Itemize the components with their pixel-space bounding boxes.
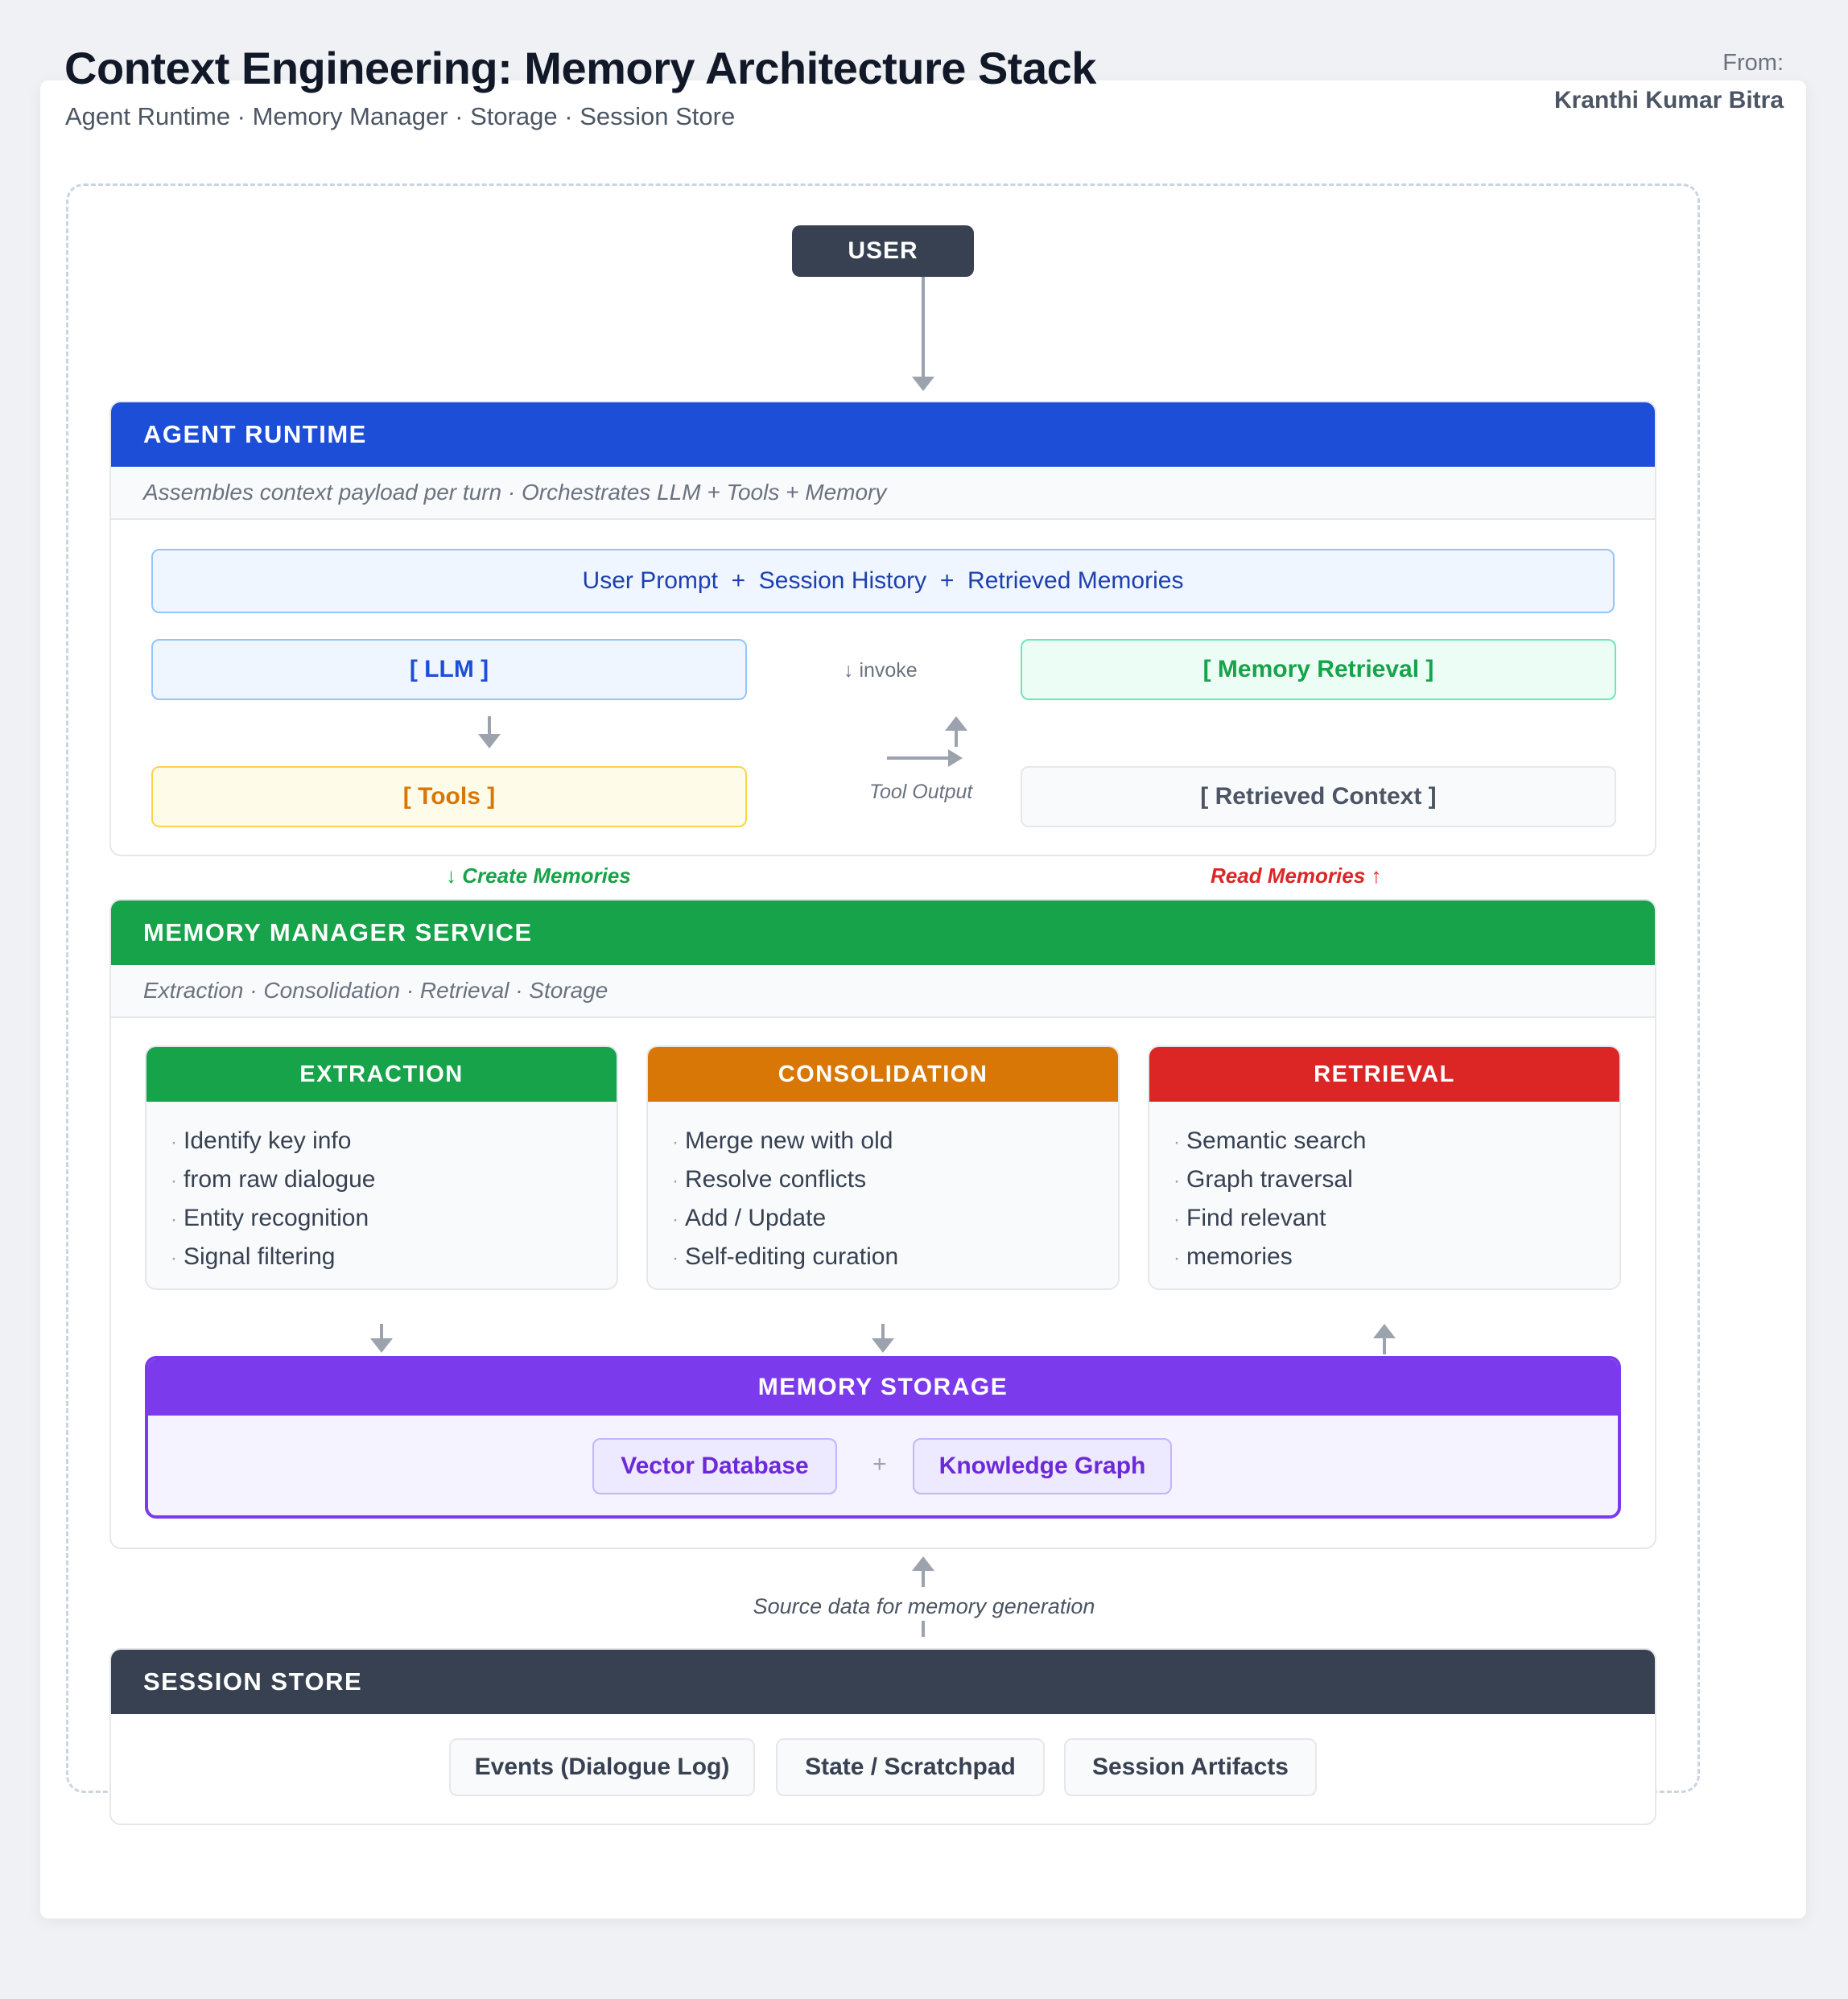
memory-retrieval-box: [ Memory Retrieval ] bbox=[1021, 639, 1616, 700]
session-store-header: SESSION STORE bbox=[111, 1650, 1655, 1714]
tool-output-label: Tool Output bbox=[869, 781, 973, 803]
list-item: ·Entity recognition bbox=[171, 1205, 369, 1231]
list-item: ·Add / Update bbox=[672, 1205, 827, 1231]
events-chip: Events (Dialogue Log) bbox=[449, 1738, 755, 1796]
consolidation-to-storage-arrow-head bbox=[872, 1338, 894, 1353]
context-to-retrieval-arrow-line bbox=[955, 729, 958, 747]
llm-to-tools-arrow-head bbox=[478, 734, 501, 748]
list-item: ·from raw dialogue bbox=[171, 1166, 376, 1193]
tool-output-arrow-head bbox=[948, 749, 963, 767]
knowledge-graph-chip: Knowledge Graph bbox=[913, 1438, 1172, 1494]
memory-storage-box: MEMORY STORAGE Vector Database + Knowled… bbox=[145, 1356, 1621, 1519]
list-item: ·Self-editing curation bbox=[672, 1243, 899, 1270]
vector-database-chip: Vector Database bbox=[592, 1438, 837, 1494]
artifacts-chip: Session Artifacts bbox=[1064, 1738, 1317, 1796]
invoke-label: ↓ invoke bbox=[844, 659, 918, 682]
list-item: ·memories bbox=[1174, 1243, 1293, 1270]
memory-manager-section: MEMORY MANAGER SERVICE Extraction · Cons… bbox=[109, 899, 1656, 1549]
source-arrow-line-bottom bbox=[922, 1621, 925, 1637]
storage-to-retrieval-arrow-line bbox=[1383, 1337, 1386, 1354]
agent-runtime-subtitle: Assembles context payload per turn · Orc… bbox=[111, 467, 1655, 520]
list-item: ·Resolve conflicts bbox=[672, 1166, 867, 1193]
extraction-to-storage-arrow-head bbox=[370, 1338, 393, 1353]
consolidation-to-storage-arrow-line bbox=[881, 1324, 885, 1340]
tool-output-arrow-line bbox=[887, 756, 951, 760]
read-memories-label: Read Memories ↑ bbox=[1211, 863, 1382, 888]
page-subtitle: Agent Runtime · Memory Manager · Storage… bbox=[65, 102, 736, 130]
retrieval-panel: RETRIEVAL ·Semantic search ·Graph traver… bbox=[1148, 1045, 1621, 1290]
storage-plus: + bbox=[872, 1451, 887, 1478]
storage-to-retrieval-arrow-head bbox=[1373, 1324, 1396, 1338]
session-store-section: SESSION STORE Events (Dialogue Log) Stat… bbox=[109, 1648, 1656, 1825]
source-arrow-head bbox=[912, 1556, 934, 1571]
state-chip: State / Scratchpad bbox=[776, 1738, 1045, 1796]
user-node: USER bbox=[792, 225, 974, 277]
extraction-panel: EXTRACTION ·Identify key info ·from raw … bbox=[145, 1045, 618, 1290]
extraction-to-storage-arrow-line bbox=[380, 1324, 383, 1340]
context-to-retrieval-arrow-head bbox=[945, 716, 967, 731]
list-item: ·Signal filtering bbox=[171, 1243, 336, 1270]
memory-storage-header: MEMORY STORAGE bbox=[148, 1359, 1618, 1416]
consolidation-header: CONSOLIDATION bbox=[648, 1047, 1118, 1102]
page-title: Context Engineering: Memory Architecture… bbox=[64, 43, 1096, 93]
agent-runtime-section: AGENT RUNTIME Assembles context payload … bbox=[109, 401, 1656, 856]
extraction-header: EXTRACTION bbox=[146, 1047, 617, 1102]
list-item: ·Merge new with old bbox=[672, 1127, 893, 1154]
list-item: ·Identify key info bbox=[171, 1127, 352, 1154]
create-memories-label: ↓ Create Memories bbox=[446, 863, 631, 888]
author-name: Kranthi Kumar Bitra bbox=[1553, 87, 1784, 113]
user-arrow-head bbox=[912, 377, 934, 391]
agent-runtime-header: AGENT RUNTIME bbox=[111, 402, 1655, 467]
llm-box: [ LLM ] bbox=[151, 639, 747, 700]
memory-manager-subtitle: Extraction · Consolidation · Retrieval ·… bbox=[111, 965, 1655, 1018]
tools-box: [ Tools ] bbox=[151, 766, 747, 827]
source-arrow-line-top bbox=[922, 1569, 925, 1587]
context-payload-box: User Prompt + Session History + Retrieve… bbox=[151, 549, 1615, 613]
list-item: ·Semantic search bbox=[1174, 1127, 1367, 1154]
source-data-label: Source data for memory generation bbox=[753, 1594, 1095, 1618]
from-label: From: bbox=[1722, 50, 1784, 76]
llm-to-tools-arrow-line bbox=[488, 716, 491, 737]
retrieved-context-box: [ Retrieved Context ] bbox=[1021, 766, 1616, 827]
memory-manager-header: MEMORY MANAGER SERVICE bbox=[111, 901, 1655, 965]
list-item: ·Graph traversal bbox=[1174, 1166, 1353, 1193]
consolidation-panel: CONSOLIDATION ·Merge new with old ·Resol… bbox=[646, 1045, 1120, 1290]
retrieval-header: RETRIEVAL bbox=[1149, 1047, 1619, 1102]
user-arrow-line bbox=[922, 277, 925, 377]
list-item: ·Find relevant bbox=[1174, 1205, 1326, 1231]
